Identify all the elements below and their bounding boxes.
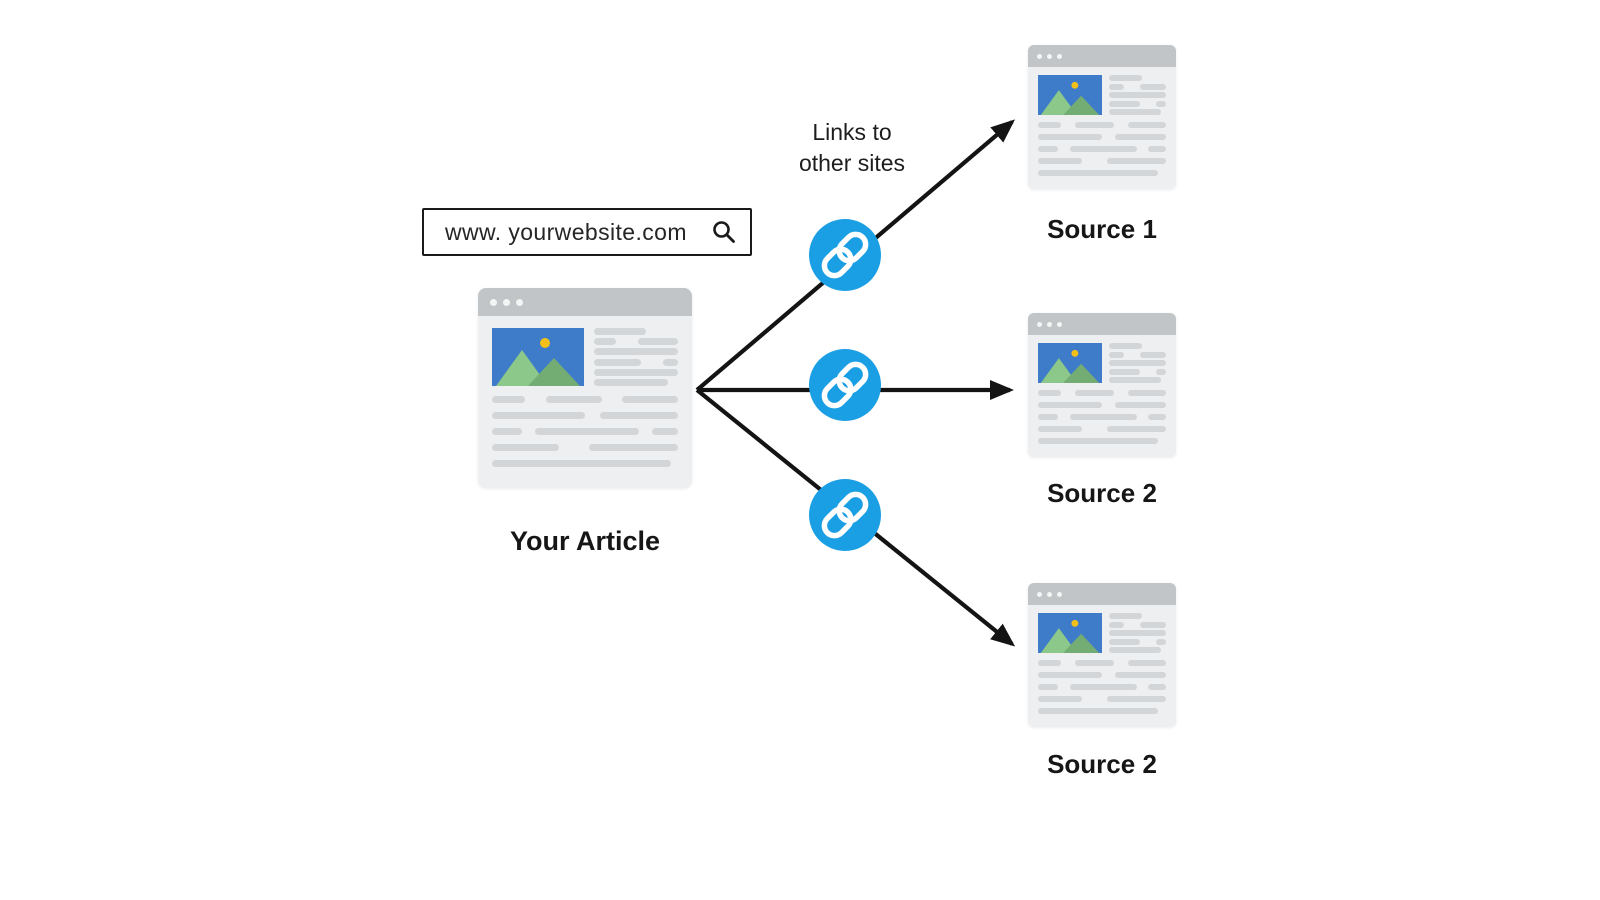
source-card-body bbox=[1028, 335, 1176, 452]
source-1-card bbox=[1028, 45, 1176, 189]
text-skeleton-lines bbox=[1109, 343, 1166, 383]
text-skeleton-lines bbox=[594, 328, 678, 386]
window-dot bbox=[516, 298, 523, 306]
text-skeleton-lines bbox=[1109, 613, 1166, 653]
image-placeholder-icon bbox=[1038, 75, 1102, 115]
chain-link-icon bbox=[809, 479, 881, 551]
text-skeleton-rows bbox=[1038, 390, 1166, 444]
text-skeleton-rows bbox=[492, 396, 678, 467]
window-dot bbox=[1047, 53, 1052, 59]
search-icon bbox=[713, 221, 735, 243]
chain-link-icon bbox=[809, 349, 881, 421]
window-dot bbox=[490, 298, 497, 306]
annotation-line-2: other sites bbox=[798, 150, 906, 176]
source-3-label: Source 2 bbox=[1047, 749, 1157, 779]
source-2-label: Source 2 bbox=[1047, 478, 1157, 508]
window-dots-icon bbox=[1028, 313, 1176, 335]
window-dots-icon bbox=[1028, 45, 1176, 67]
image-placeholder-icon bbox=[492, 328, 584, 386]
chain-link-icon bbox=[809, 219, 881, 291]
text-skeleton-rows bbox=[1038, 660, 1166, 714]
browser-search-bar: www. yourwebsite.com bbox=[422, 208, 752, 256]
window-dot bbox=[1057, 53, 1062, 59]
text-skeleton-lines bbox=[1109, 75, 1166, 115]
window-dot bbox=[1047, 321, 1052, 327]
text-skeleton-rows bbox=[1038, 122, 1166, 176]
website-url-text: www. yourwebsite.com bbox=[445, 218, 687, 245]
window-dot bbox=[1037, 53, 1042, 59]
source-card-body bbox=[1028, 605, 1176, 722]
window-dot bbox=[1047, 591, 1052, 597]
your-article-label: Your Article bbox=[509, 526, 661, 556]
window-dots-icon bbox=[478, 288, 692, 316]
window-dots-icon bbox=[1028, 583, 1176, 605]
window-dot bbox=[1057, 321, 1062, 327]
links-to-other-sites-annotation: Links to other sites bbox=[752, 117, 952, 179]
window-dot bbox=[1037, 591, 1042, 597]
article-card-body bbox=[478, 316, 692, 479]
window-dot bbox=[503, 298, 510, 306]
source-3-card bbox=[1028, 583, 1176, 727]
window-dot bbox=[1037, 321, 1042, 327]
image-placeholder-icon bbox=[1038, 343, 1102, 383]
window-dot bbox=[1057, 591, 1062, 597]
source-1-label: Source 1 bbox=[1047, 214, 1157, 244]
image-placeholder-icon bbox=[1038, 613, 1102, 653]
your-article-card bbox=[478, 288, 692, 488]
source-2-card bbox=[1028, 313, 1176, 457]
annotation-line-1: Links to bbox=[812, 119, 892, 145]
source-card-body bbox=[1028, 67, 1176, 184]
